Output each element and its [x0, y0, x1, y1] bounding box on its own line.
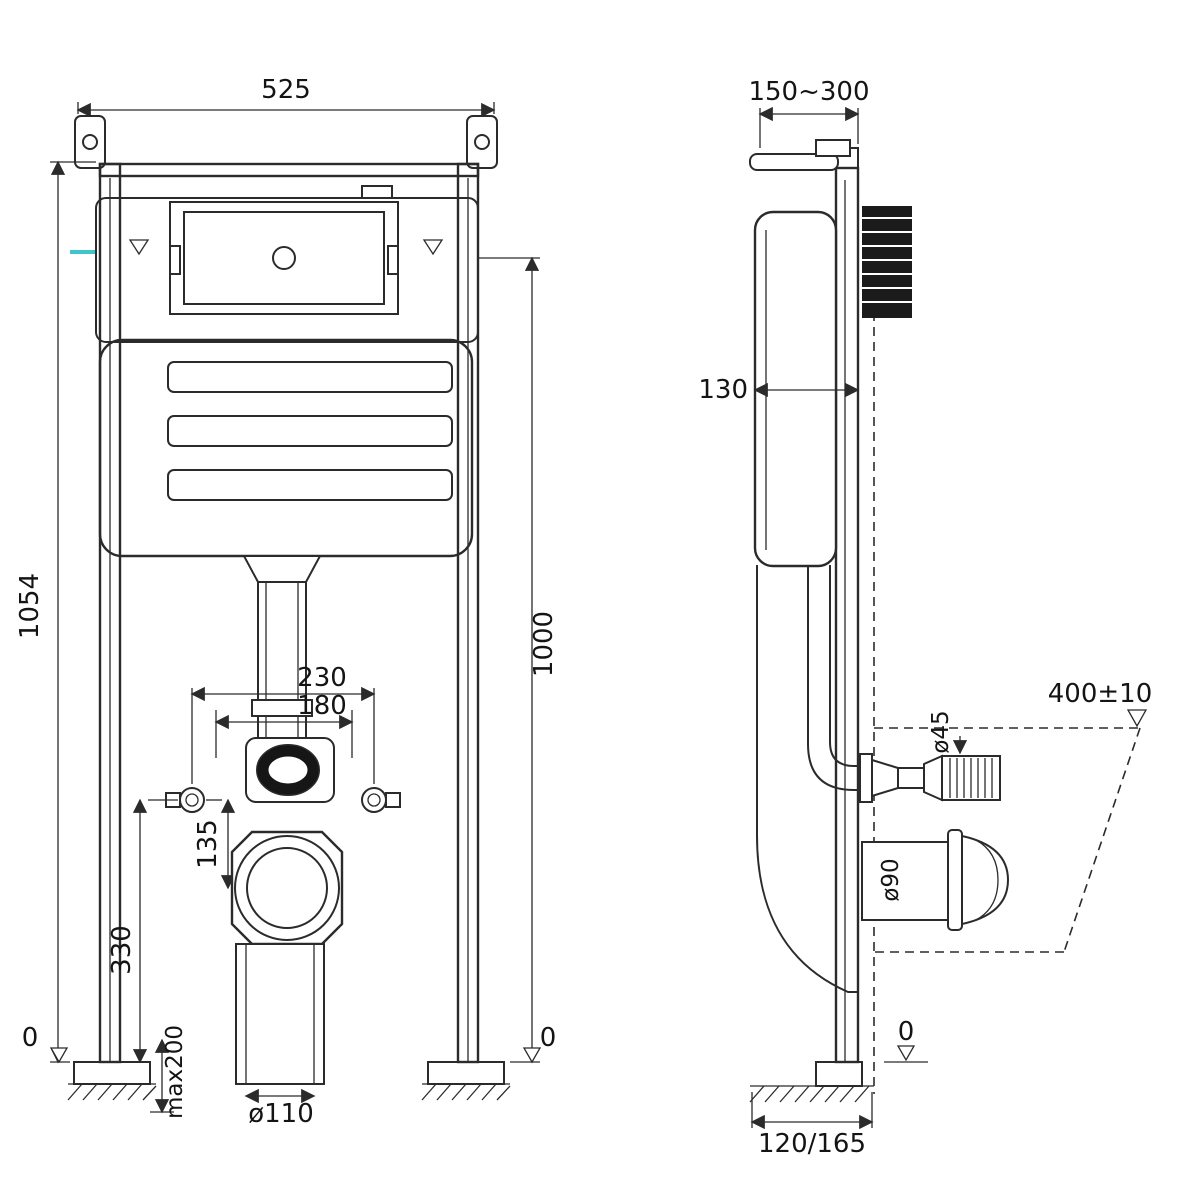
datum-triangle-side	[896, 1045, 916, 1062]
datum-label-side: 0	[898, 1017, 915, 1047]
dim-foot-depth: 120/165	[750, 1092, 874, 1159]
dim-height-1054: 1054	[15, 160, 96, 1064]
datum-label-left: 0	[22, 1023, 39, 1053]
dim-label-o90: ø90	[878, 858, 904, 901]
dim-label-o45: ø45	[928, 710, 954, 753]
drain-housing	[230, 830, 344, 946]
flush-pipe-side	[755, 565, 865, 993]
outlet-duct	[235, 943, 325, 1085]
foot-side	[749, 1061, 874, 1103]
cistern-body	[98, 338, 474, 558]
pan-inlet-connector	[859, 753, 1001, 803]
wall-bracket-left	[74, 115, 106, 169]
dim-cistern-depth-130: 130	[698, 375, 860, 405]
dim-label-330: 330	[107, 925, 137, 975]
frame-rail-side	[834, 147, 860, 1064]
datum-left-zero: 0	[22, 1023, 69, 1064]
dim-label-1000: 1000	[529, 611, 559, 677]
dim-outlet-dia-110: ø110	[244, 1088, 316, 1129]
dim-label-max200: max200	[162, 1025, 188, 1119]
side-view: 150~300 130	[698, 77, 1152, 1159]
drain-elbow	[861, 829, 1010, 931]
datum-label-right: 0	[540, 1023, 557, 1053]
foot-right	[421, 1061, 511, 1101]
dim-width-525: 525	[76, 75, 496, 118]
dim-label-120-165: 120/165	[758, 1129, 866, 1159]
wall-bracket-right	[466, 115, 498, 169]
push-button-hole	[272, 246, 296, 270]
dim-bolt-to-drain-135: 135	[193, 798, 250, 890]
dim-label-230: 230	[297, 663, 347, 693]
datum-triangle-right	[522, 1047, 542, 1064]
mounting-bolt-left	[165, 787, 205, 813]
dim-height-1000: 1000	[478, 256, 559, 1064]
mounting-bolt-right	[361, 787, 401, 813]
dim-label-400: 400±10	[1048, 679, 1153, 709]
flush-bend	[245, 737, 335, 803]
dim-label-150-300: 150~300	[748, 77, 869, 107]
foot-left	[67, 1061, 157, 1101]
datum-right-zero: 0	[522, 1023, 557, 1064]
datum-side-zero: 0	[884, 1017, 928, 1063]
dim-label-180: 180	[297, 691, 347, 721]
dim-pan-level: 400±10	[1048, 679, 1153, 728]
dim-bolt-spacing-230: 230	[190, 663, 376, 784]
flush-plate	[749, 139, 851, 171]
dim-label-135: 135	[193, 819, 223, 869]
level-triangle	[1126, 709, 1148, 728]
flush-pipe	[242, 555, 322, 739]
access-panel-inner	[183, 211, 385, 305]
dim-drain-dia-90: ø90	[878, 858, 904, 901]
bend-opening	[257, 745, 319, 795]
water-level-symbol-right	[422, 239, 444, 256]
access-panel-outer	[169, 201, 399, 315]
dim-depth-range: 150~300	[748, 77, 870, 148]
dim-label-o110: ø110	[248, 1099, 314, 1129]
wall-block	[862, 206, 912, 318]
datum-triangle-left	[49, 1047, 69, 1064]
cistern-access-section	[95, 197, 479, 343]
dim-foot-adjust-max200: max200	[150, 1025, 188, 1119]
pan-outline-dashed	[874, 727, 1141, 953]
dim-drain-to-floor-330: 330	[107, 798, 178, 1064]
dim-label-130: 130	[698, 375, 748, 405]
front-view: 525	[15, 75, 559, 1129]
cistern-side-profile	[753, 210, 838, 568]
dim-inlet-dia-45: ø45	[928, 710, 968, 755]
water-level-symbol-left	[128, 239, 150, 256]
dim-label-1054: 1054	[15, 573, 45, 639]
dim-label-width: 525	[261, 75, 311, 105]
dim-bracket-spacing-180: 180	[214, 691, 354, 758]
